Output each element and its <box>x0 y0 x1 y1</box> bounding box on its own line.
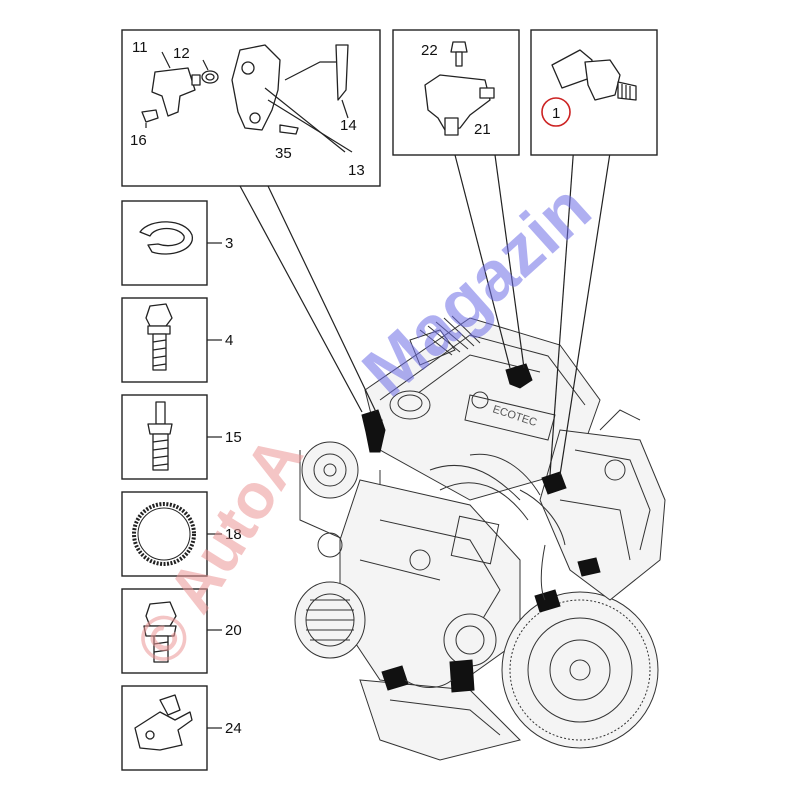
highlight-circle <box>541 97 571 127</box>
callout-21: 21 <box>474 121 491 138</box>
sensor-map-marker <box>505 363 533 389</box>
callout-box-20: 20 <box>121 588 242 674</box>
callout-box-24: 24 <box>121 685 242 771</box>
callout-box-18: 18 <box>121 491 242 577</box>
callout-box-map-sensor: 22 21 <box>392 29 520 156</box>
callout-3: 3 <box>225 235 233 252</box>
callout-box-15: 15 <box>121 394 242 480</box>
callout-4: 4 <box>225 332 233 349</box>
callout-22: 22 <box>421 42 438 59</box>
callout-16: 16 <box>130 132 147 149</box>
callout-box-3: 3 <box>121 200 233 286</box>
callout-12: 12 <box>173 45 190 62</box>
callout-box-oil-pressure-switch: 1 <box>530 29 658 156</box>
callout-24: 24 <box>225 720 242 737</box>
engine-illustration: ECOTEC <box>294 315 666 761</box>
sensor-camshaft-marker <box>361 409 386 453</box>
callout-13: 13 <box>348 162 365 179</box>
callout-box-camshaft-sensor: 11 12 16 35 13 14 <box>121 29 381 187</box>
leader-lines <box>239 129 613 476</box>
callout-18: 18 <box>225 526 242 543</box>
callout-35: 35 <box>275 145 292 162</box>
sensor-oil-pressure-marker <box>541 471 567 495</box>
callout-11: 11 <box>132 39 148 56</box>
callout-box-4: 4 <box>121 297 233 383</box>
callout-14: 14 <box>340 117 357 134</box>
callout-1: 1 <box>552 105 560 122</box>
callout-15: 15 <box>225 429 242 446</box>
callout-20: 20 <box>225 622 242 639</box>
